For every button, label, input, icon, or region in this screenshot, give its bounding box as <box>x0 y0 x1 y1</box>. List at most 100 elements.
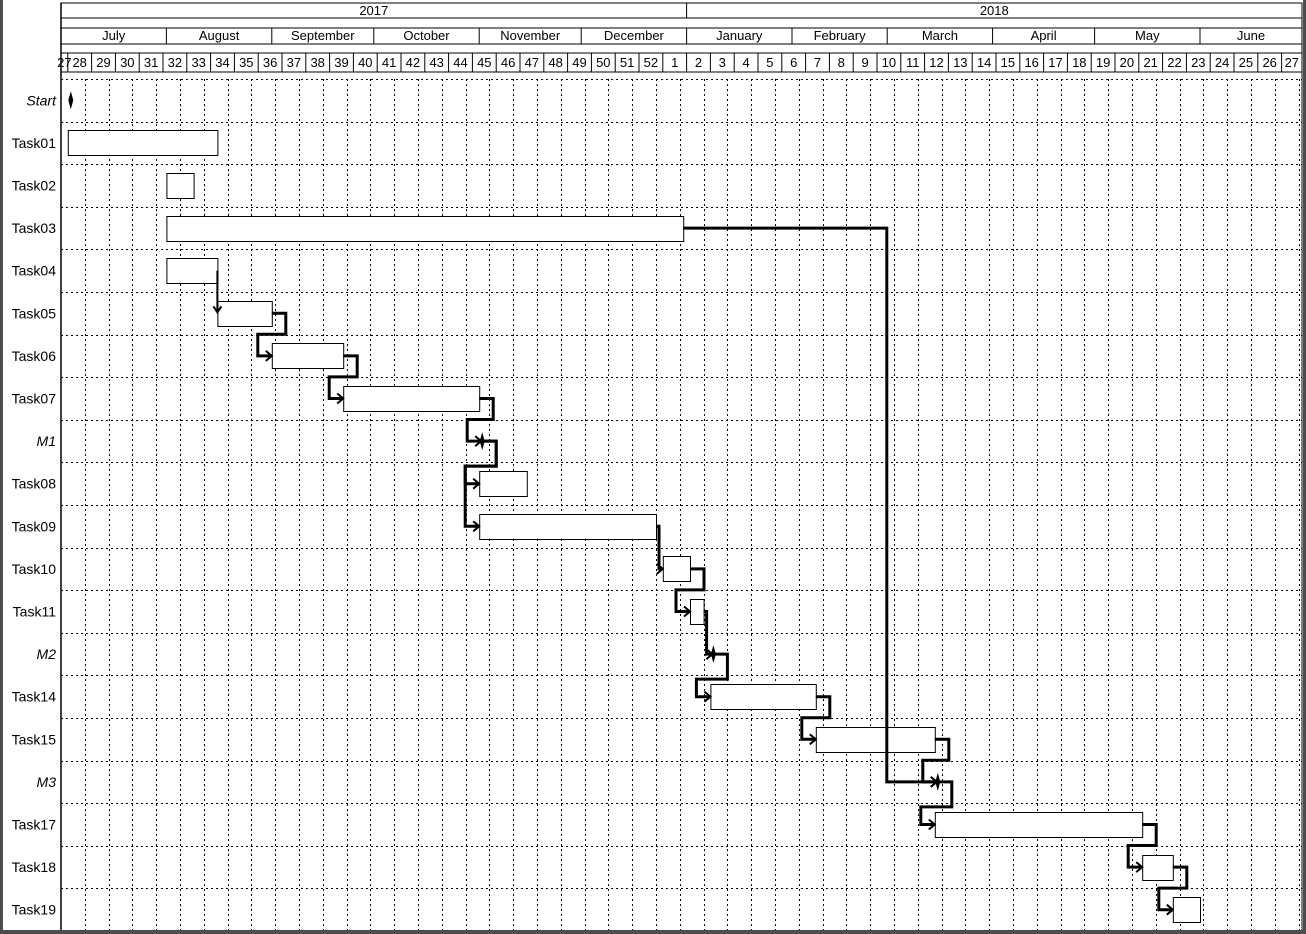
arrowhead <box>472 520 481 533</box>
dependency-link <box>703 610 713 656</box>
year-label: 2017 <box>359 3 388 18</box>
arrowhead <box>928 818 937 831</box>
dependency-link <box>674 567 706 613</box>
task-label: Start <box>26 92 57 108</box>
arrowhead <box>703 690 712 703</box>
arrowhead <box>809 733 818 746</box>
task-label: Task08 <box>12 476 57 492</box>
task-bar <box>662 556 691 582</box>
task-bar <box>1142 855 1174 881</box>
task-bar <box>690 599 705 625</box>
month-label: August <box>199 28 240 43</box>
dependency-link <box>1157 865 1189 912</box>
chart-canvas <box>3 0 1303 930</box>
task-bar <box>217 301 273 327</box>
week-label: 52 <box>644 55 658 70</box>
week-label: 12 <box>929 55 943 70</box>
year-label: 2018 <box>980 3 1009 18</box>
week-label: 22 <box>1167 55 1181 70</box>
week-label: 31 <box>144 55 158 70</box>
week-label: 11 <box>906 55 920 70</box>
week-label: 41 <box>382 55 396 70</box>
week-label: 3 <box>719 55 726 70</box>
week-label: 18 <box>1072 55 1086 70</box>
week-label: 39 <box>334 55 348 70</box>
task-bar <box>271 343 345 369</box>
task-label: M1 <box>37 433 56 449</box>
week-label: 10 <box>882 55 896 70</box>
week-label: 36 <box>263 55 277 70</box>
week-label: 15 <box>1001 55 1015 70</box>
task-label: Task06 <box>12 348 57 364</box>
dependency-link <box>683 226 937 784</box>
task-label: Task02 <box>12 178 57 194</box>
dependency-link <box>465 397 495 443</box>
milestone-marker <box>68 91 74 110</box>
task-label: Task15 <box>12 731 57 747</box>
task-bar <box>343 386 481 412</box>
week-label: 35 <box>239 55 253 70</box>
week-label: 7 <box>814 55 821 70</box>
arrowhead <box>212 305 223 315</box>
arrowhead <box>683 605 692 618</box>
week-label: 29 <box>96 55 110 70</box>
arrowhead <box>265 350 274 362</box>
week-label: 37 <box>287 55 301 70</box>
task-label: Task04 <box>12 263 57 279</box>
week-label: 17 <box>1048 55 1062 70</box>
task-label: Task19 <box>12 902 57 918</box>
month-label: December <box>604 28 665 43</box>
month-label: November <box>500 28 561 43</box>
dependency-link <box>694 652 729 699</box>
week-label: 14 <box>977 55 991 70</box>
month-label: January <box>716 28 763 43</box>
dependency-link <box>256 311 288 358</box>
task-bar <box>479 471 528 497</box>
month-label: February <box>814 28 867 43</box>
task-bar <box>934 812 1144 838</box>
week-label: 43 <box>429 55 443 70</box>
week-label: 34 <box>215 55 229 70</box>
month-label: September <box>291 28 355 43</box>
task-bar <box>166 216 685 242</box>
week-label: 24 <box>1215 55 1229 70</box>
task-bar <box>67 130 219 156</box>
dependency-link <box>327 354 359 400</box>
arrowhead <box>705 648 714 660</box>
week-label: 5 <box>766 55 773 70</box>
week-label: 4 <box>742 55 749 70</box>
tasks: StartTask01Task02Task03Task04Task05Task0… <box>12 91 1202 923</box>
week-label: 20 <box>1120 55 1134 70</box>
arrowhead <box>930 776 939 788</box>
week-label: 40 <box>358 55 372 70</box>
week-label: 28 <box>72 55 86 70</box>
week-label: 33 <box>191 55 205 70</box>
task-bar <box>815 727 936 753</box>
week-label: 46 <box>501 55 515 70</box>
week-label: 16 <box>1024 55 1038 70</box>
task-label: M3 <box>37 774 57 790</box>
month-label: April <box>1031 28 1057 43</box>
task-bar <box>166 258 219 284</box>
task-bar <box>1172 897 1202 923</box>
dependency-link <box>1126 823 1158 869</box>
week-label: 27 <box>1285 55 1299 70</box>
dependency-link <box>656 524 663 571</box>
task-label: Task09 <box>12 518 57 534</box>
week-label: 42 <box>406 55 420 70</box>
arrowhead <box>336 392 345 405</box>
week-label: 27 <box>57 55 71 70</box>
task-label: Task07 <box>12 391 57 407</box>
month-label: March <box>922 28 958 43</box>
task-label: Task11 <box>13 604 57 620</box>
arrowhead <box>472 477 481 490</box>
dependency-link <box>463 439 498 528</box>
dependency-link <box>800 695 832 741</box>
week-label: 48 <box>548 55 562 70</box>
week-label: 6 <box>790 55 797 70</box>
week-label: 45 <box>477 55 491 70</box>
week-label: 38 <box>310 55 324 70</box>
week-label: 2 <box>695 55 702 70</box>
